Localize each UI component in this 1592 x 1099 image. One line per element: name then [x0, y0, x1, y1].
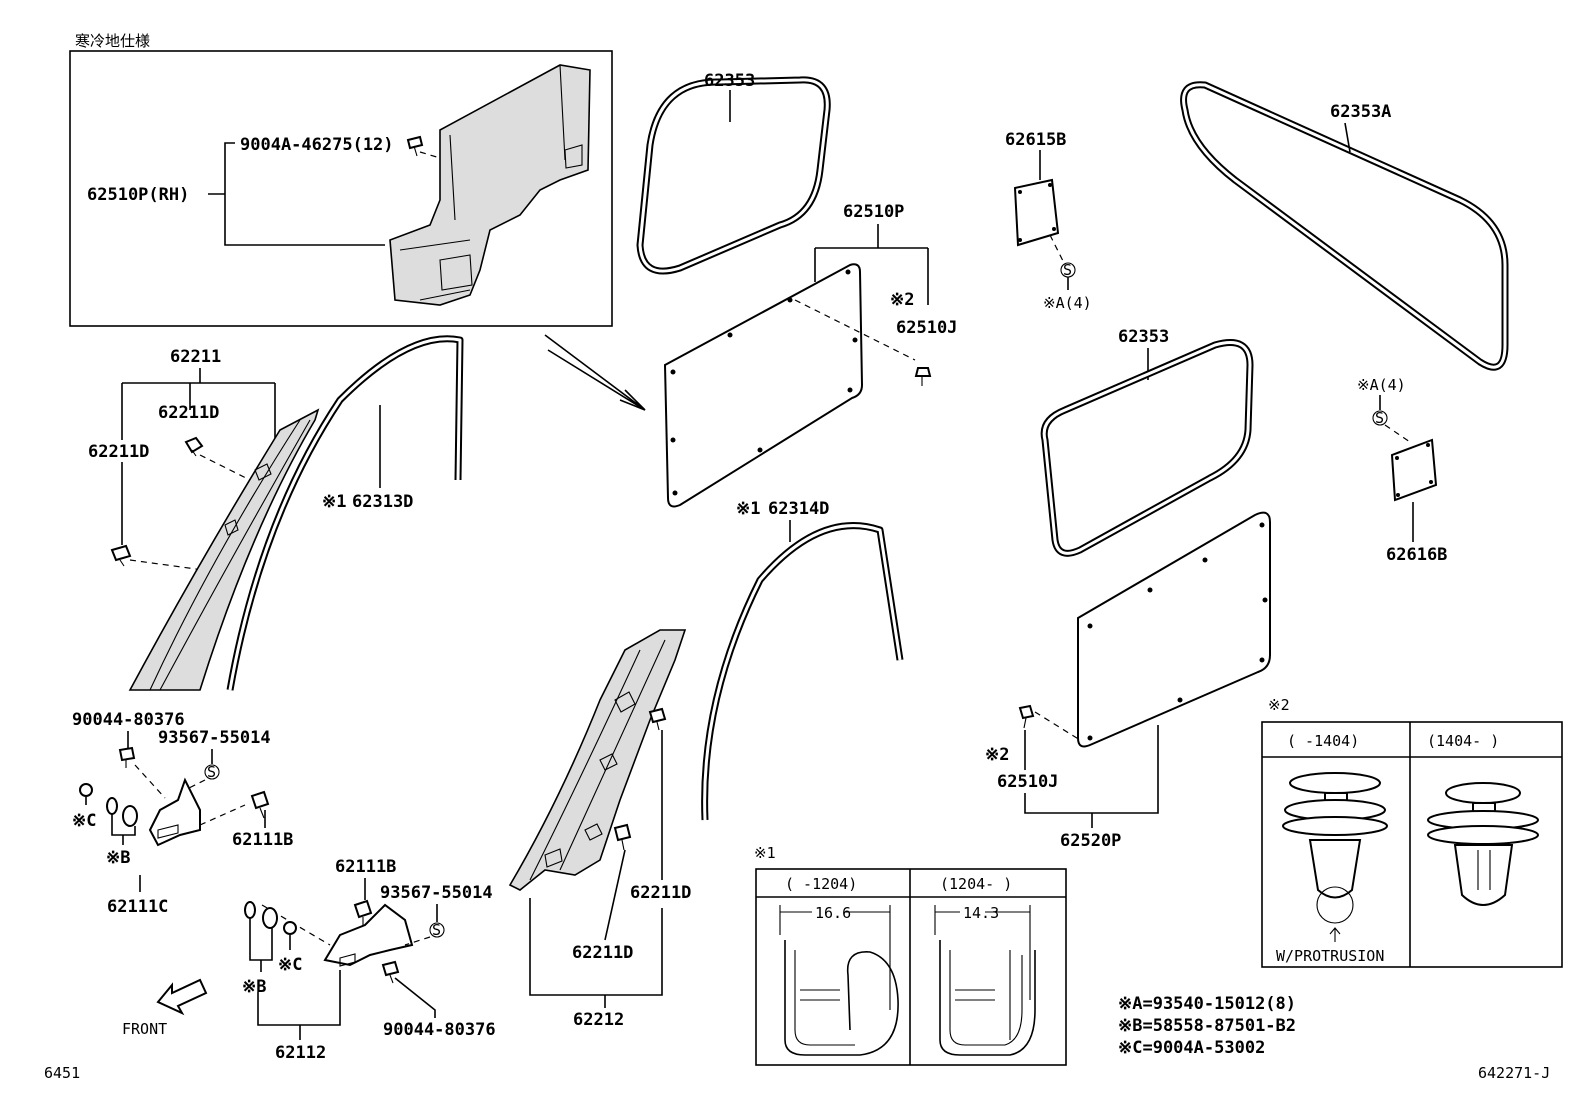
detail1-dim1: 16.6 — [815, 904, 851, 922]
legend-b: ※B=58558-87501-B2 — [1118, 1016, 1296, 1036]
bracket-62111c — [148, 777, 201, 847]
screw-s-icon-right: S — [1372, 409, 1388, 427]
clip-icon-90044-b — [381, 960, 400, 984]
b-pillar-trim-62212 — [508, 629, 687, 891]
detail1-col2: (1204- ) — [940, 875, 1012, 893]
svg-text:S: S — [207, 763, 216, 781]
clip-section-old — [1282, 772, 1388, 942]
cover-plate-62615b — [1013, 178, 1060, 247]
clip-icon-62510j-mid — [1018, 704, 1035, 729]
label-sa4-right: ※A(4) — [1357, 376, 1406, 394]
label-62211d-a: 62211D — [158, 403, 219, 423]
label-62616b: 62616B — [1386, 545, 1447, 565]
nut-icon-c-b — [283, 921, 297, 935]
nut-icon-c-a — [79, 783, 93, 797]
screw-s-icon-top: S — [1060, 261, 1076, 279]
label-62112: 62112 — [275, 1043, 326, 1063]
label-sa4-top: ※A(4) — [1043, 294, 1092, 312]
detail1-col1: ( -1204) — [785, 875, 857, 893]
window-seal-62353-top — [636, 76, 831, 275]
detail2-title: ※2 — [1268, 696, 1290, 714]
detail1-frame — [755, 868, 1067, 1066]
bracket-62112 — [323, 903, 414, 967]
washer-icon-b-b — [244, 901, 278, 929]
screw-s-icon-b: S — [429, 921, 445, 939]
label-sc-a: ※C — [72, 811, 96, 831]
detail1-title: ※1 — [754, 844, 776, 862]
svg-text:S: S — [432, 921, 441, 939]
label-sc-b: ※C — [278, 955, 302, 975]
legend-c: ※C=9004A-53002 — [1118, 1038, 1265, 1058]
clip-icon-62111b-a — [250, 790, 270, 819]
label-s2-top: ※2 — [890, 290, 914, 310]
clip-icon-90044-a — [118, 746, 136, 768]
label-62313d: 62313D — [352, 492, 413, 512]
label-62211d-b: 62211D — [88, 442, 149, 462]
svg-text:S: S — [1375, 409, 1384, 427]
detail2-frame — [1261, 721, 1563, 968]
clip-icon-62510j-top — [914, 367, 932, 386]
label-62615b: 62615B — [1005, 130, 1066, 150]
detail2-col1: ( -1404) — [1287, 732, 1359, 750]
label-62510p-rh: 62510P(RH) — [87, 185, 189, 205]
label-sb-b: ※B — [242, 977, 266, 997]
window-seal-62353a — [1180, 81, 1509, 371]
label-62353a: 62353A — [1330, 102, 1391, 122]
door-weatherstrip-62313d — [226, 335, 464, 691]
detail2-col2: (1404- ) — [1427, 732, 1499, 750]
detail2-note: W/PROTRUSION — [1276, 947, 1384, 965]
seal-section-old — [784, 940, 899, 1056]
detail1-dim2: 14.3 — [963, 904, 999, 922]
label-s2-mid: ※2 — [985, 745, 1009, 765]
label-62111c: 62111C — [107, 897, 168, 917]
label-s1-a: ※1 — [322, 492, 346, 512]
label-sb-a: ※B — [106, 848, 130, 868]
label-62353-top: 62353 — [704, 71, 755, 91]
cover-plate-62616b — [1390, 438, 1438, 502]
panel-62510p — [663, 263, 864, 508]
a-pillar-trim-62211 — [128, 408, 320, 691]
label-62111b-a: 62111B — [232, 830, 293, 850]
rh-panel-shape — [389, 64, 591, 306]
label-62314d: 62314D — [768, 499, 829, 519]
screw-s-icon-a: S — [204, 763, 220, 781]
label-62510j-mid: 62510J — [997, 772, 1058, 792]
legend-a: ※A=93540-15012(8) — [1118, 994, 1296, 1014]
label-90044-80376-b: 90044-80376 — [383, 1020, 496, 1040]
label-93567-55014-b: 93567-55014 — [380, 883, 493, 903]
page-number-left: 6451 — [44, 1064, 80, 1082]
label-s1-b: ※1 — [736, 499, 760, 519]
label-62520p: 62520P — [1060, 831, 1121, 851]
inset-title: 寒冷地仕様 — [75, 32, 150, 50]
door-weatherstrip-62314d — [701, 522, 904, 821]
clip-icon-62211d-a — [184, 436, 204, 457]
clip-icon-62211d-c — [648, 707, 667, 731]
seal-section-new — [939, 940, 1036, 1056]
bolt-icon — [406, 135, 424, 157]
inset-frame — [69, 50, 613, 327]
label-front: FRONT — [122, 1020, 167, 1038]
label-62211d-d: 62211D — [572, 943, 633, 963]
label-62111b-b: 62111B — [335, 857, 396, 877]
label-62211d-c: 62211D — [630, 883, 691, 903]
label-90044-80376-a: 90044-80376 — [72, 710, 185, 730]
front-arrow-icon — [156, 978, 208, 1016]
clip-icon-62111b-b — [353, 899, 373, 925]
label-62353-mid: 62353 — [1118, 327, 1169, 347]
page-number-right: 642271-J — [1478, 1064, 1550, 1082]
svg-text:S: S — [1063, 261, 1072, 279]
window-seal-62353-mid — [1040, 339, 1254, 557]
label-62510j-top: 62510J — [896, 318, 957, 338]
label-93567-55014-a: 93567-55014 — [158, 728, 271, 748]
label-9004a-46275: 9004A-46275(12) — [240, 135, 394, 155]
label-62211: 62211 — [170, 347, 221, 367]
label-62212: 62212 — [573, 1010, 624, 1030]
panel-62520p — [1077, 511, 1271, 748]
clip-icon-62211d-b — [110, 544, 132, 567]
clip-icon-62211d-d — [613, 823, 632, 851]
label-62510p-top: 62510P — [843, 202, 904, 222]
clip-section-new — [1427, 782, 1539, 906]
